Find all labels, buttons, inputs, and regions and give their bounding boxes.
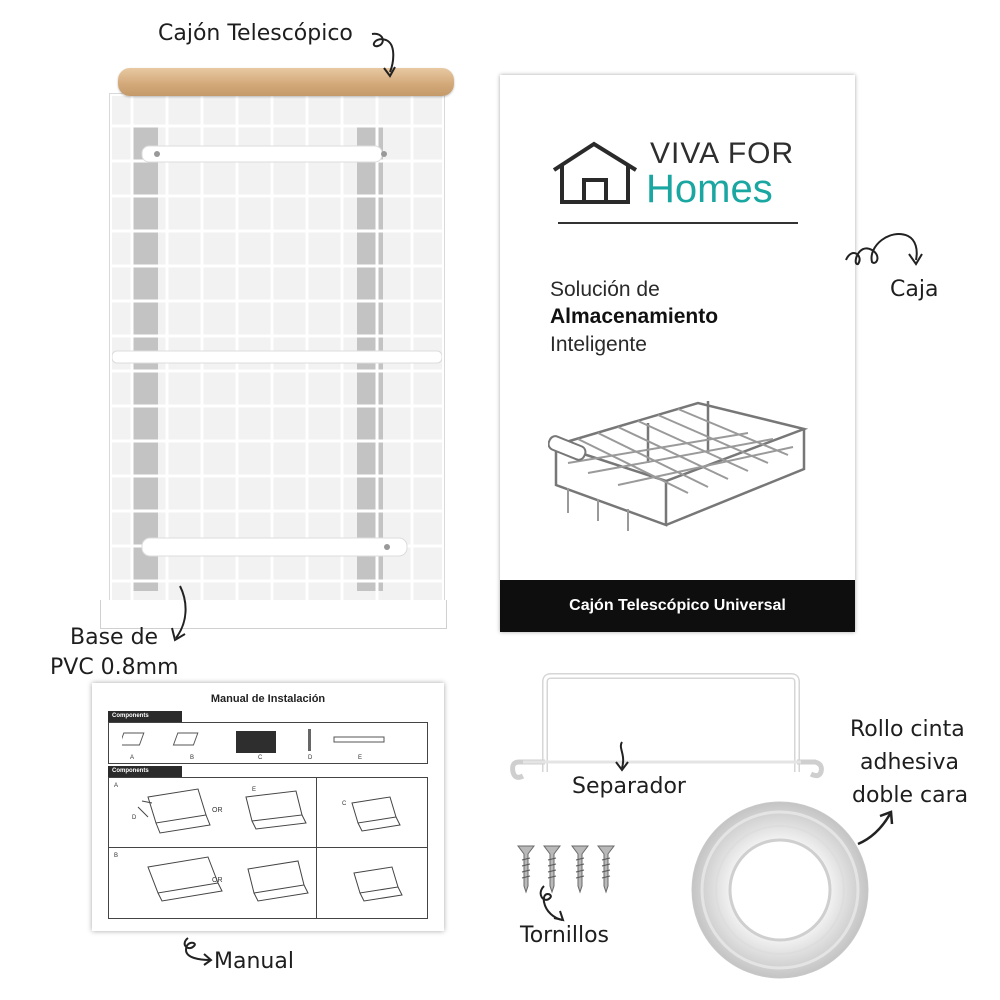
product-box: VIVA FOR Homes Solución de Almacenamient… bbox=[500, 75, 855, 632]
brand-name-line1: VIVA FOR bbox=[650, 137, 795, 170]
label-tape-line2: adhesiva bbox=[860, 750, 959, 775]
manual-row-b: B bbox=[114, 853, 119, 859]
curly-arrow-icon bbox=[171, 585, 187, 642]
separator-bar bbox=[510, 673, 824, 780]
manual-step-d: D bbox=[132, 815, 137, 821]
wooden-handle bbox=[118, 68, 454, 96]
component-e: E bbox=[358, 755, 363, 761]
manual-section-components-2: Components bbox=[108, 766, 182, 777]
curly-arrow-icon bbox=[539, 885, 565, 922]
drawer-wire-grid bbox=[111, 96, 443, 626]
label-base-line2: PVC 0.8mm bbox=[50, 655, 179, 680]
pvc-base bbox=[100, 600, 447, 629]
manual-step-b-result-cell bbox=[316, 847, 428, 919]
box-tagline-line3: Inteligente bbox=[550, 333, 647, 356]
manual-or-a: OR bbox=[212, 807, 223, 814]
label-drawer: Cajón Telescópico bbox=[158, 21, 353, 46]
manual-title: Manual de Instalación bbox=[210, 693, 326, 705]
component-a: A bbox=[130, 755, 135, 761]
arrow-icon bbox=[857, 810, 894, 846]
manual-step-drawings bbox=[137, 788, 403, 902]
label-separator: Separador bbox=[572, 774, 686, 799]
manual-step-c: C bbox=[342, 801, 347, 807]
brand-name-line2: Homes bbox=[646, 167, 773, 211]
manual-row-a: A bbox=[114, 783, 119, 789]
label-tape-line3: doble cara bbox=[852, 783, 969, 808]
manual-step-b-cell bbox=[108, 847, 318, 919]
house-logo-icon bbox=[552, 141, 638, 204]
box-band: Cajón Telescópico Universal bbox=[500, 580, 855, 632]
installation-manual: Manual de Instalación Components A B C D… bbox=[92, 683, 444, 931]
arrow-icon bbox=[615, 741, 629, 772]
component-c: C bbox=[258, 755, 263, 761]
label-box: Caja bbox=[890, 277, 939, 302]
box-tagline-line2: Almacenamiento bbox=[550, 305, 719, 328]
component-b: B bbox=[190, 755, 195, 761]
manual-components-icons bbox=[122, 729, 385, 753]
curly-arrow-icon bbox=[845, 233, 923, 266]
component-d: D bbox=[308, 755, 313, 761]
drawer-frame bbox=[109, 93, 445, 629]
label-screws: Tornillos bbox=[520, 923, 610, 948]
manual-step-a-result-cell bbox=[316, 777, 428, 849]
manual-section-components: Components bbox=[108, 711, 182, 722]
label-tape-line1: Rollo cinta bbox=[850, 717, 965, 742]
screws-photo bbox=[517, 845, 615, 894]
telescopic-drawer-photo bbox=[100, 60, 460, 640]
label-base-line1: Base de bbox=[70, 625, 159, 650]
label-manual: Manual bbox=[214, 949, 294, 974]
double-sided-tape-roll bbox=[691, 801, 869, 979]
brand-divider bbox=[558, 222, 798, 224]
drawer-illustration bbox=[548, 401, 809, 531]
curly-arrow-icon bbox=[371, 32, 396, 78]
manual-step-e: E bbox=[252, 787, 257, 793]
curly-arrow-icon bbox=[183, 937, 213, 966]
box-tagline-line1: Solución de bbox=[550, 278, 660, 301]
